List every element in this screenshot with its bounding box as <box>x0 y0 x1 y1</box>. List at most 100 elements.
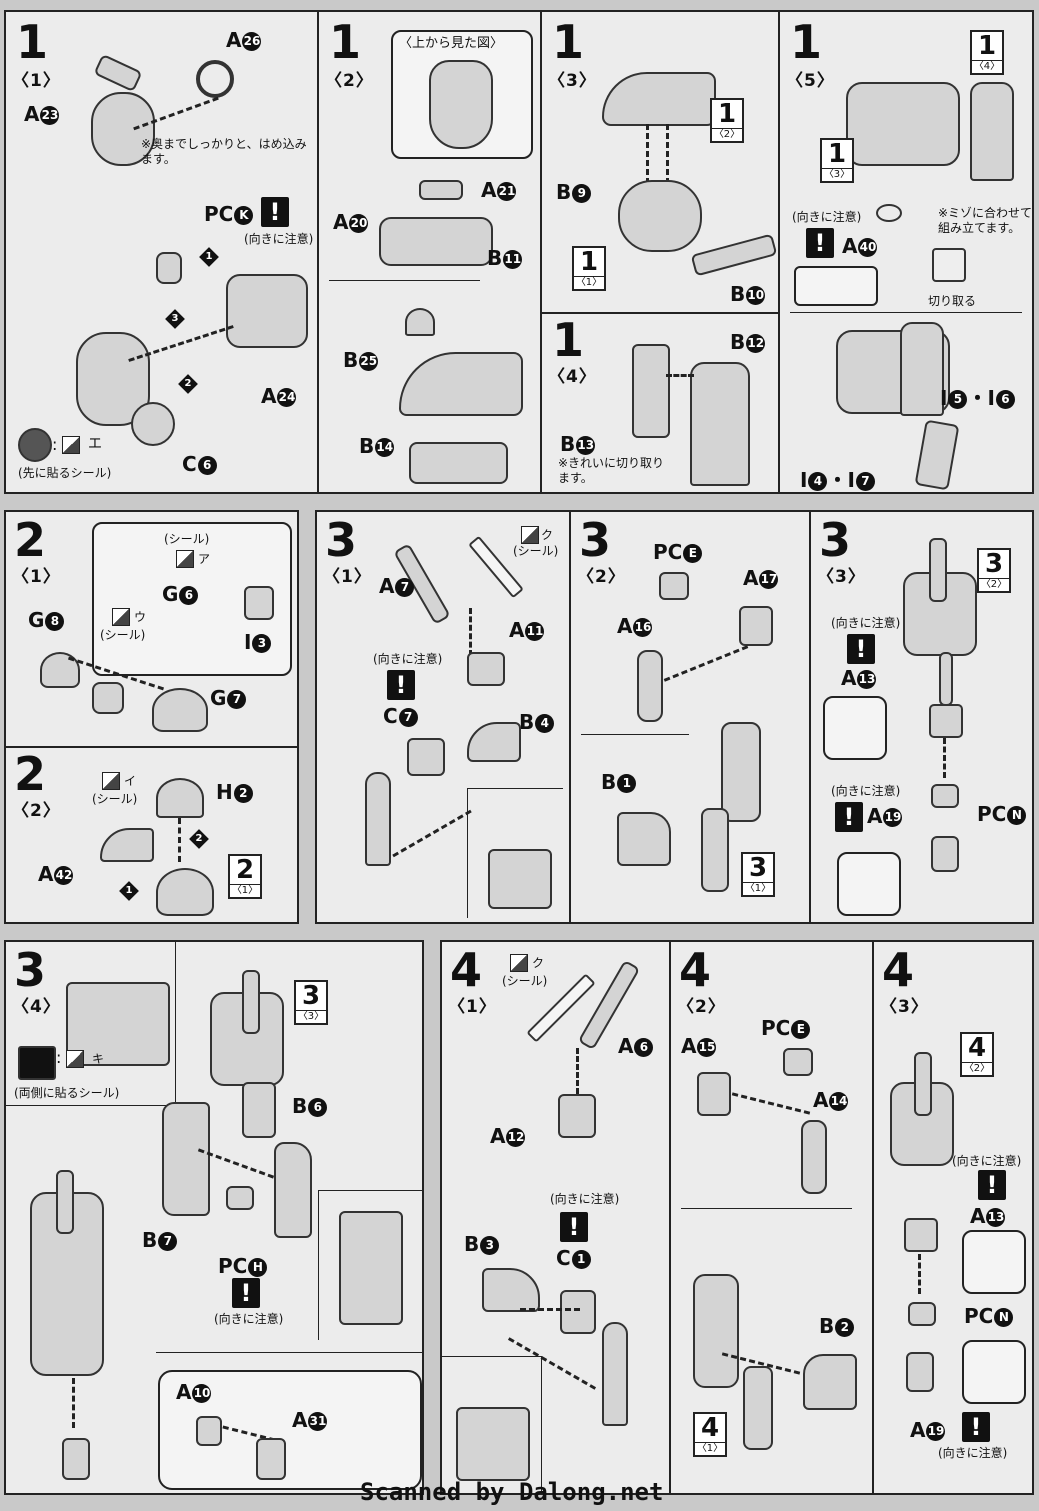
substep-label: 〈2〉 <box>577 567 626 587</box>
sticker-detail-box <box>6 942 176 1106</box>
seal-code: イ <box>124 774 137 788</box>
arm-lower <box>701 808 729 892</box>
polycap <box>226 1186 254 1210</box>
substep-label: 〈1〉 <box>448 997 497 1017</box>
guide-line <box>469 608 472 656</box>
arm-lower <box>743 1366 773 1450</box>
substep-label: 〈1〉 <box>12 567 61 587</box>
caution-note: (向きに注意) <box>792 210 862 224</box>
order-2: 2 <box>178 374 198 394</box>
caution-icon: ! <box>806 228 834 258</box>
antenna-part <box>100 828 154 862</box>
forearm-armor <box>803 1354 857 1410</box>
arm-full <box>30 1192 104 1376</box>
ref-2-1: 2〈1〉 <box>228 854 262 899</box>
step-number: 4 <box>882 943 915 997</box>
hilt-part <box>558 1094 596 1138</box>
divider <box>778 12 780 492</box>
colon: : <box>52 435 58 454</box>
hand-joint <box>904 1218 938 1252</box>
sticker-icon <box>102 772 120 790</box>
caution-icon: ! <box>232 1278 260 1308</box>
ref-4-1: 4〈1〉 <box>693 1412 727 1457</box>
divider <box>317 12 319 492</box>
substep-label: 〈2〉 <box>325 71 374 91</box>
hand-part <box>62 1438 90 1480</box>
scan-credit: Scanned by Dalong.net <box>360 1478 664 1506</box>
small-part <box>405 308 435 336</box>
hand-assembled <box>256 1438 286 1480</box>
guide-line <box>576 1048 579 1094</box>
divider <box>156 1352 422 1353</box>
hand-part <box>906 1352 934 1392</box>
detail-box <box>318 1190 422 1340</box>
ref-1-2: 1〈2〉 <box>710 98 744 143</box>
ref-3-1: 3〈1〉 <box>741 852 775 897</box>
divider <box>790 312 1022 313</box>
groove-note: ※ミゾに合わせて組み立てます。 <box>938 206 1033 235</box>
step-number: 3 <box>819 513 852 567</box>
sticker-note: (先に貼るシール) <box>18 466 112 480</box>
caution-icon: ! <box>261 197 289 227</box>
caution-icon: ! <box>978 1170 1006 1200</box>
top-view-box: 〈上から見た図〉 <box>391 30 533 159</box>
guide-line <box>943 738 946 778</box>
guide-line <box>731 1092 811 1115</box>
caution-icon: ! <box>847 634 875 664</box>
divider <box>329 280 480 281</box>
elbow-part <box>739 606 773 646</box>
small-part <box>419 180 463 200</box>
shaft-part <box>939 652 953 706</box>
fin-part <box>602 72 716 126</box>
step-number: 2 <box>14 747 47 801</box>
fin-part <box>399 352 523 416</box>
hand-piece <box>196 1416 222 1446</box>
step-number: 3 <box>325 513 358 567</box>
caution-note: (向きに注意) <box>938 1446 1008 1460</box>
divider <box>809 512 811 922</box>
sticker-icon <box>66 1050 84 1068</box>
guide-line <box>663 645 749 682</box>
substep-label: 〈3〉 <box>817 567 866 587</box>
polycap <box>659 572 689 600</box>
substep-label: 〈2〉 <box>12 801 61 821</box>
divider <box>569 512 571 922</box>
polycap <box>908 1302 936 1326</box>
wing-part <box>467 722 521 762</box>
substep-label: 〈1〉 <box>323 567 372 587</box>
cylinder-part <box>131 402 175 446</box>
detail-part <box>456 1407 530 1481</box>
guide-line <box>392 809 472 858</box>
substep-label: 〈1〉 <box>12 71 61 91</box>
arm-assembled <box>693 1274 739 1388</box>
head-part <box>40 652 80 688</box>
helmet-part <box>152 688 208 732</box>
arm-blade <box>929 538 947 602</box>
divider <box>542 312 778 314</box>
